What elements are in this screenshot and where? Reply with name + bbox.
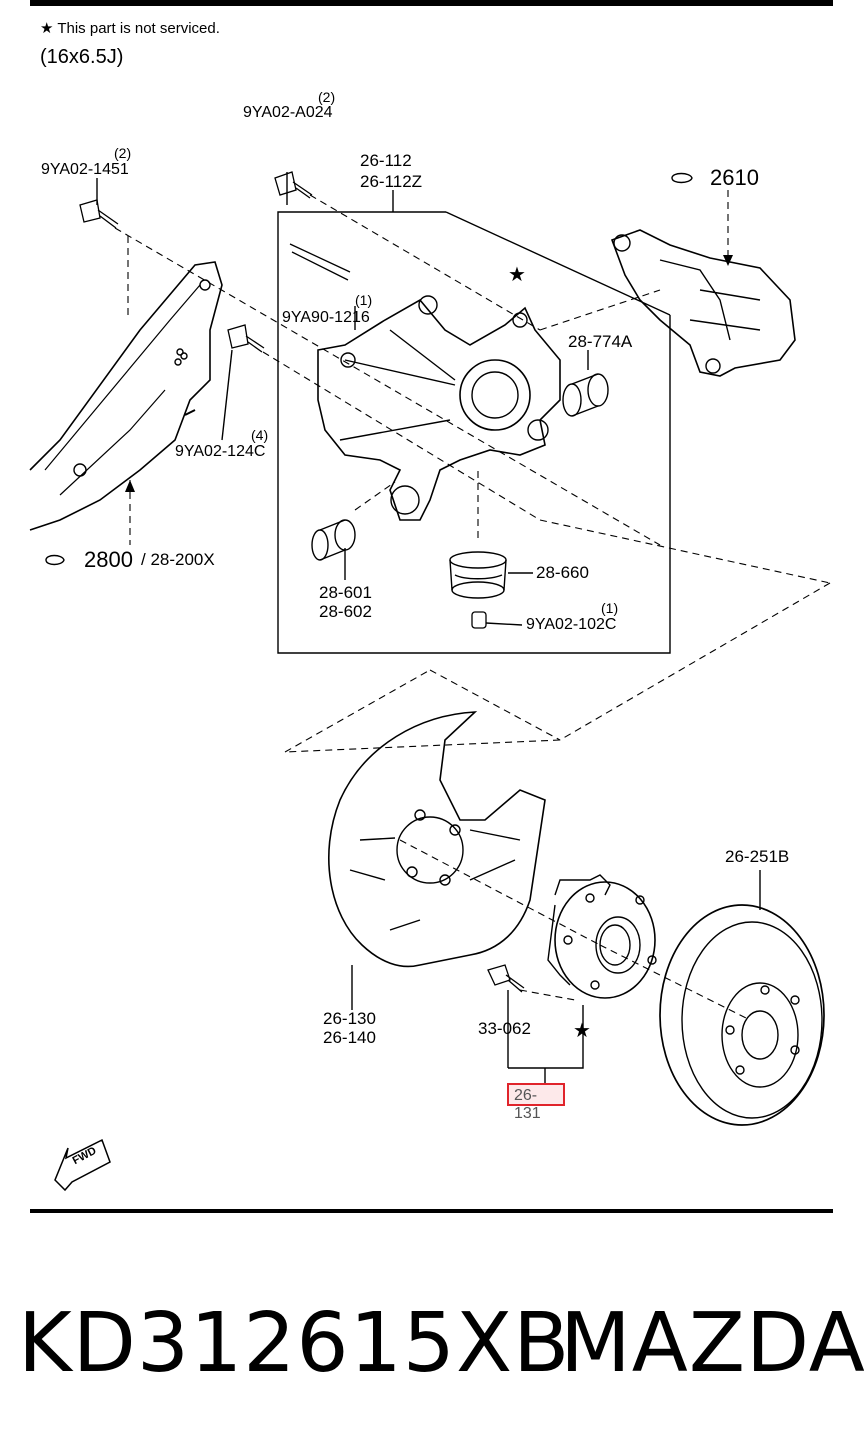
label-9ya90-1216[interactable]: 9YA90-1216 — [282, 309, 370, 326]
label-9ya02-a024[interactable]: 9YA02-A024 — [243, 104, 333, 121]
brand-name: MAZDA — [560, 1296, 864, 1391]
bolt-a024-qty: (2) — [318, 89, 336, 105]
label-28-660[interactable]: 28-660 — [536, 563, 589, 582]
label-26-251b[interactable]: 26-251B — [725, 847, 790, 866]
label-2800[interactable]: 2800 — [84, 547, 133, 572]
label-2610[interactable]: 2610 — [710, 165, 759, 190]
label-9ya02-102c[interactable]: 9YA02-102C — [526, 616, 617, 633]
knuckle-group-box — [277, 211, 671, 654]
label-26-130[interactable]: 26-130 — [323, 1009, 376, 1028]
label-28-774a[interactable]: 28-774A — [568, 332, 633, 351]
top-border — [30, 0, 833, 6]
label-9ya02-124c[interactable]: 9YA02-124C — [175, 443, 266, 460]
hub-not-serviced-star-icon: ★ — [573, 1020, 591, 1042]
wheel-size-note: (16x6.5J) — [40, 46, 124, 68]
highlighted-part-26-131[interactable]: 26-131 — [507, 1083, 565, 1122]
bottom-divider — [30, 1209, 833, 1213]
part-number: KD312615XB — [18, 1296, 571, 1391]
label-26-131: 26-131 — [514, 1087, 541, 1122]
label-26-112z[interactable]: 26-112Z — [360, 172, 423, 191]
label-26-140[interactable]: 26-140 — [323, 1028, 376, 1047]
bolt-124c-qty: (4) — [251, 427, 269, 443]
label-33-062[interactable]: 33-062 — [478, 1019, 531, 1038]
fwd-arrow-icon — [54, 1138, 111, 1192]
bolt-1451-qty: (2) — [114, 145, 132, 161]
label-26-112[interactable]: 26-112 — [360, 151, 412, 170]
stud-1216-qty: (1) — [355, 292, 373, 308]
not-serviced-note: ★ This part is not serviced. — [40, 20, 220, 37]
label-28-602[interactable]: 28-602 — [319, 602, 372, 621]
not-serviced-star-icon: ★ — [508, 264, 526, 286]
label-9ya02-1451[interactable]: 9YA02-1451 — [41, 161, 129, 178]
bolt-102c-qty: (1) — [601, 600, 619, 616]
label-28-200x[interactable]: / 28-200X — [141, 550, 215, 569]
label-28-601[interactable]: 28-601 — [319, 583, 372, 602]
